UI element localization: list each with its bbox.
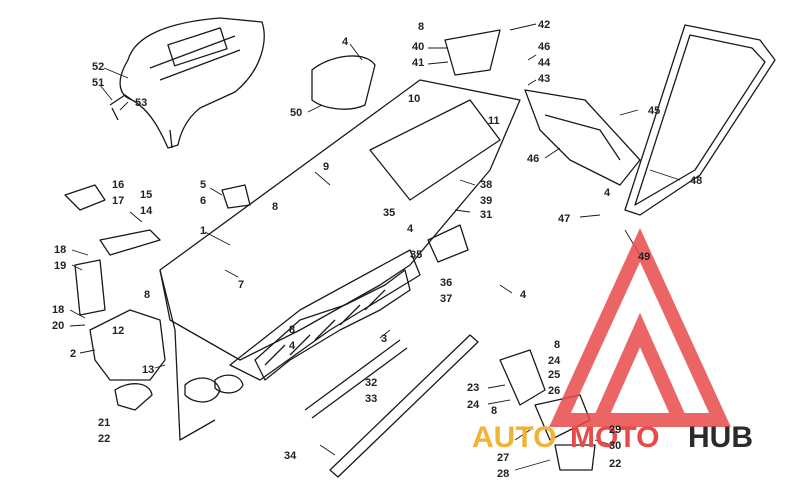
- callout-13: 13: [142, 364, 154, 376]
- callout-35: 35: [383, 207, 395, 219]
- watermark-text-auto: AUTO: [472, 421, 556, 454]
- callout-8-c: 8: [144, 289, 150, 301]
- callout-18: 18: [54, 244, 66, 256]
- callout-32: 32: [365, 377, 377, 389]
- callout-4-d: 4: [520, 289, 527, 301]
- watermark-logo: [549, 228, 731, 427]
- callout-18-b: 18: [52, 304, 64, 316]
- callout-15: 15: [140, 189, 152, 201]
- callout-23: 23: [467, 382, 479, 394]
- callout-40: 40: [412, 41, 424, 53]
- callout-28: 28: [497, 468, 509, 480]
- callout-53: 53: [135, 97, 147, 109]
- callout-21: 21: [98, 417, 110, 429]
- seat-part: [109, 17, 265, 149]
- callout-35-b: 35: [410, 249, 422, 261]
- callout-43: 43: [538, 73, 550, 85]
- callout-51: 51: [92, 77, 104, 89]
- callout-2: 2: [70, 348, 76, 360]
- tunnel-part: [159, 79, 521, 441]
- callout-44: 44: [538, 57, 551, 69]
- callout-8-d: 8: [289, 324, 295, 336]
- callout-numbers: 52 51 53 4 50 8 40 41 42 46 44 43 10 11 …: [52, 19, 702, 480]
- callout-8-e: 8: [554, 339, 560, 351]
- callout-17: 17: [112, 195, 124, 207]
- callout-48: 48: [690, 175, 702, 187]
- callout-22: 22: [98, 433, 110, 445]
- callout-33: 33: [365, 393, 377, 405]
- callout-47: 47: [558, 213, 570, 225]
- watermark-text-hub: HUB: [688, 421, 753, 454]
- callout-25: 25: [548, 369, 560, 381]
- callout-30: 30: [609, 440, 621, 452]
- watermark-text-moto: MOTO: [570, 421, 659, 454]
- rail-part: [99, 229, 161, 256]
- plate-part: [554, 444, 596, 471]
- callout-52: 52: [92, 61, 104, 73]
- callout-26: 26: [548, 385, 560, 397]
- callout-37: 37: [440, 293, 452, 305]
- gusset-part: [427, 224, 469, 263]
- callout-10: 10: [408, 93, 420, 105]
- callout-4: 4: [342, 36, 349, 48]
- front-bracket-part: [74, 259, 166, 381]
- callout-6: 6: [200, 195, 206, 207]
- callout-16: 16: [112, 179, 124, 191]
- callout-45: 45: [648, 105, 660, 117]
- callout-11: 11: [488, 115, 500, 127]
- callout-42: 42: [538, 19, 550, 31]
- rear-bumper-part: [624, 24, 776, 216]
- callout-8-b: 8: [272, 201, 278, 213]
- callout-41: 41: [412, 57, 424, 69]
- callout-1: 1: [200, 225, 206, 237]
- callout-46: 46: [538, 41, 550, 53]
- callout-27: 27: [497, 452, 509, 464]
- callout-31: 31: [480, 209, 492, 221]
- callout-24: 24: [548, 355, 561, 367]
- tab-part: [221, 184, 251, 209]
- callout-38: 38: [480, 179, 492, 191]
- callout-19: 19: [54, 260, 66, 272]
- callout-12: 12: [112, 325, 124, 337]
- callout-46-b: 46: [527, 153, 539, 165]
- callout-4-e: 4: [289, 340, 296, 352]
- callout-3: 3: [381, 333, 387, 345]
- callout-4-b: 4: [407, 223, 414, 235]
- leader-lines: [69, 23, 681, 471]
- callout-9: 9: [323, 161, 329, 173]
- callout-8: 8: [418, 21, 424, 33]
- callout-49: 49: [638, 251, 650, 263]
- retainer-part: [114, 383, 153, 411]
- crossbrace-part: [254, 269, 411, 381]
- callout-4-c: 4: [604, 187, 611, 199]
- callout-8-f: 8: [491, 405, 497, 417]
- callout-7: 7: [238, 279, 244, 291]
- callout-36: 36: [440, 277, 452, 289]
- callout-50: 50: [290, 107, 302, 119]
- callout-39: 39: [480, 195, 492, 207]
- callout-29: 29: [609, 424, 621, 436]
- rod-part: [304, 339, 408, 419]
- side-bracket-part: [499, 349, 546, 406]
- snowflap-part: [524, 89, 641, 186]
- callout-20: 20: [52, 320, 64, 332]
- storage-cover-part: [311, 55, 376, 110]
- tube-part: [329, 334, 479, 478]
- callout-22-b: 22: [609, 458, 621, 470]
- callout-5: 5: [200, 179, 206, 191]
- callout-24-b: 24: [467, 399, 480, 411]
- callout-14: 14: [140, 205, 153, 217]
- clip-part: [64, 184, 106, 211]
- hinge-part: [444, 29, 501, 76]
- callout-34: 34: [284, 450, 297, 462]
